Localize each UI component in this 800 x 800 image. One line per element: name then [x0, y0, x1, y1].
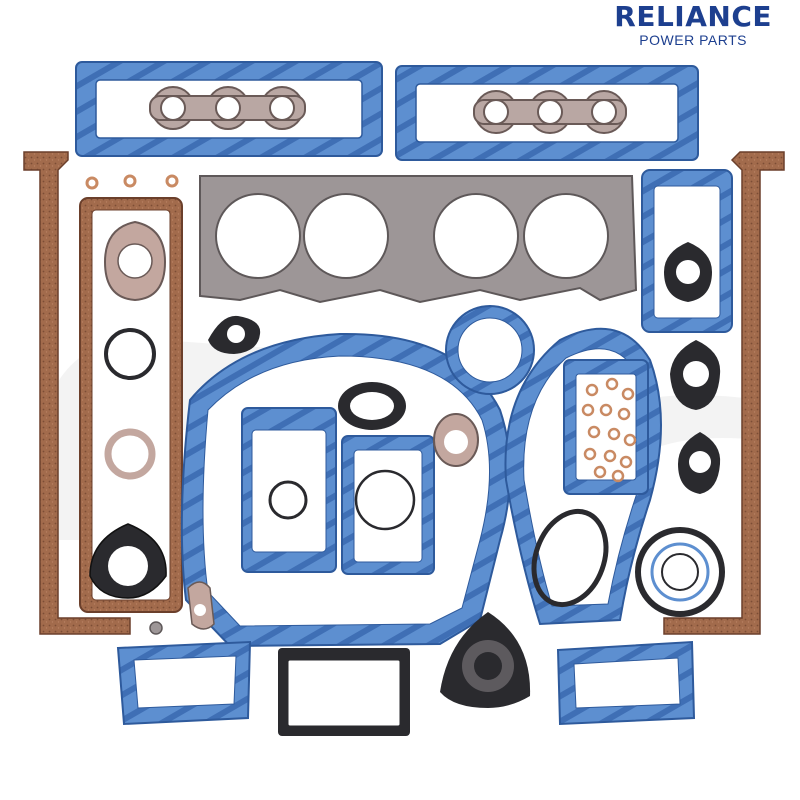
copper-washers-cluster [581, 377, 637, 483]
small-flange-gasket [187, 581, 215, 630]
o-ring-large [104, 328, 156, 380]
copper-ring [104, 428, 156, 480]
cork-oval-gasket [433, 413, 479, 467]
brand-tagline: POWER PARTS [639, 32, 747, 48]
brand-logo: RELIANCE POWER PARTS [614, 0, 772, 49]
small-washer [149, 621, 163, 635]
black-flange-gasket-1 [664, 242, 712, 302]
sump-cork-strip-left [23, 151, 131, 635]
black-flange-gasket-2 [670, 340, 721, 410]
oil-seal-ring [635, 527, 725, 617]
manifold-gasket-right [473, 90, 627, 134]
black-flange-gasket-3 [678, 432, 721, 494]
valve-cover-small-gasket [563, 359, 649, 495]
bottom-blue-gasket-left [116, 640, 252, 726]
black-flange-gasket-4 [208, 315, 261, 354]
oval-black-gasket [338, 382, 406, 430]
inner-blue-gasket-b [341, 435, 435, 575]
crankshaft-seal-triangle [440, 612, 531, 708]
oval-o-ring [531, 508, 609, 608]
bottom-blue-gasket-right [556, 640, 696, 726]
brand-name: RELIANCE [614, 0, 772, 33]
water-pump-gasket [445, 305, 535, 395]
manifold-gasket-left [149, 86, 306, 130]
cylinder-head-gasket [199, 175, 638, 304]
sump-cork-strip-right [663, 151, 785, 635]
copper-washers-top [85, 174, 179, 190]
bottom-black-gasket [278, 648, 410, 736]
tappet-cover-cork-gasket [79, 197, 183, 613]
inner-blue-gasket-a [241, 407, 337, 573]
thermostat-gasket [103, 220, 167, 302]
flange-gasket-triangle [89, 523, 167, 599]
